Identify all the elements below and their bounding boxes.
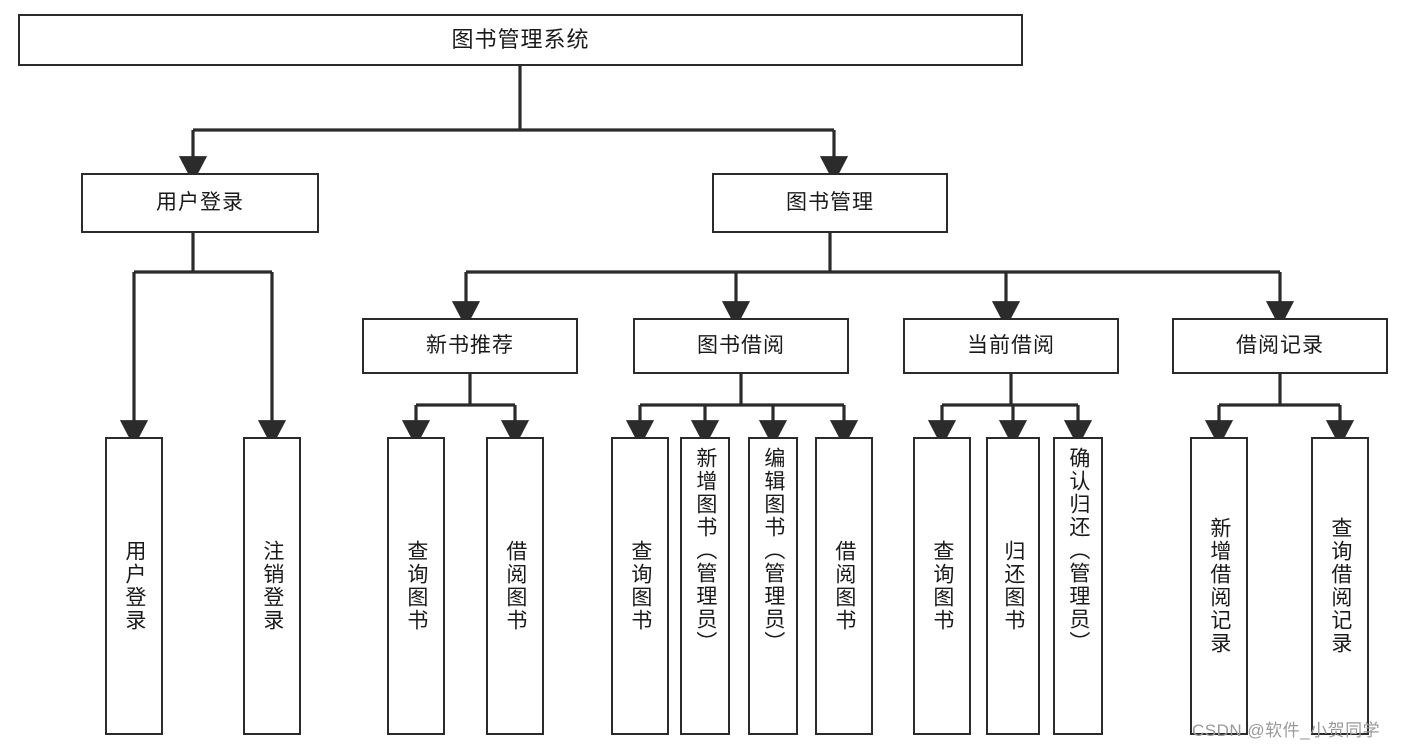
node-leaf-edit-book-admin[interactable]: 编辑图书（管理员） [748, 437, 798, 735]
node-leaf-borrow-book-1[interactable]: 借阅图书 [486, 437, 544, 735]
node-label: 图书管理系统 [451, 26, 590, 52]
node-leaf-add-borrow-record[interactable]: 新增借阅记录 [1190, 437, 1248, 735]
node-label: 借阅图书 [503, 540, 527, 632]
node-label: 新增借阅记录 [1207, 517, 1231, 655]
node-leaf-user-login[interactable]: 用户登录 [105, 437, 163, 735]
node-leaf-add-book-admin[interactable]: 新增图书（管理员） [680, 437, 730, 735]
node-label: 确认归还（管理员） [1066, 447, 1090, 654]
node-label: 新书推荐 [426, 334, 514, 358]
node-new-book-recommend[interactable]: 新书推荐 [362, 318, 578, 374]
node-borrow-record[interactable]: 借阅记录 [1172, 318, 1388, 374]
node-leaf-query-book-3[interactable]: 查询图书 [913, 437, 971, 735]
node-current-borrow[interactable]: 当前借阅 [903, 318, 1119, 374]
node-label: 借阅图书 [832, 540, 856, 632]
node-leaf-query-book-2[interactable]: 查询图书 [611, 437, 669, 735]
node-label: 用户登录 [156, 191, 244, 215]
node-book-borrow[interactable]: 图书借阅 [633, 318, 849, 374]
node-label: 新增图书（管理员） [693, 447, 717, 654]
node-leaf-logout[interactable]: 注销登录 [243, 437, 301, 735]
node-label: 注销登录 [260, 540, 284, 632]
node-leaf-confirm-return-admin[interactable]: 确认归还（管理员） [1053, 437, 1103, 735]
watermark-text: CSDN @软件_小贺同学 [1192, 721, 1381, 740]
node-label: 用户登录 [122, 540, 146, 632]
node-root-system[interactable]: 图书管理系统 [18, 14, 1023, 66]
node-leaf-borrow-book-2[interactable]: 借阅图书 [815, 437, 873, 735]
node-leaf-query-borrow-record[interactable]: 查询借阅记录 [1311, 437, 1369, 735]
node-label: 归还图书 [1001, 540, 1025, 632]
node-label: 查询图书 [930, 540, 954, 632]
node-label: 查询图书 [628, 540, 652, 632]
node-label: 查询图书 [404, 540, 428, 632]
node-label: 当前借阅 [967, 334, 1055, 358]
node-label: 图书管理 [786, 191, 874, 215]
node-book-management[interactable]: 图书管理 [712, 173, 948, 233]
node-label: 借阅记录 [1236, 334, 1324, 358]
node-label: 编辑图书（管理员） [761, 447, 785, 654]
node-label: 图书借阅 [697, 334, 785, 358]
node-user-login[interactable]: 用户登录 [81, 173, 319, 233]
node-leaf-query-book-1[interactable]: 查询图书 [387, 437, 445, 735]
node-label: 查询借阅记录 [1328, 517, 1352, 655]
node-leaf-return-book[interactable]: 归还图书 [986, 437, 1040, 735]
